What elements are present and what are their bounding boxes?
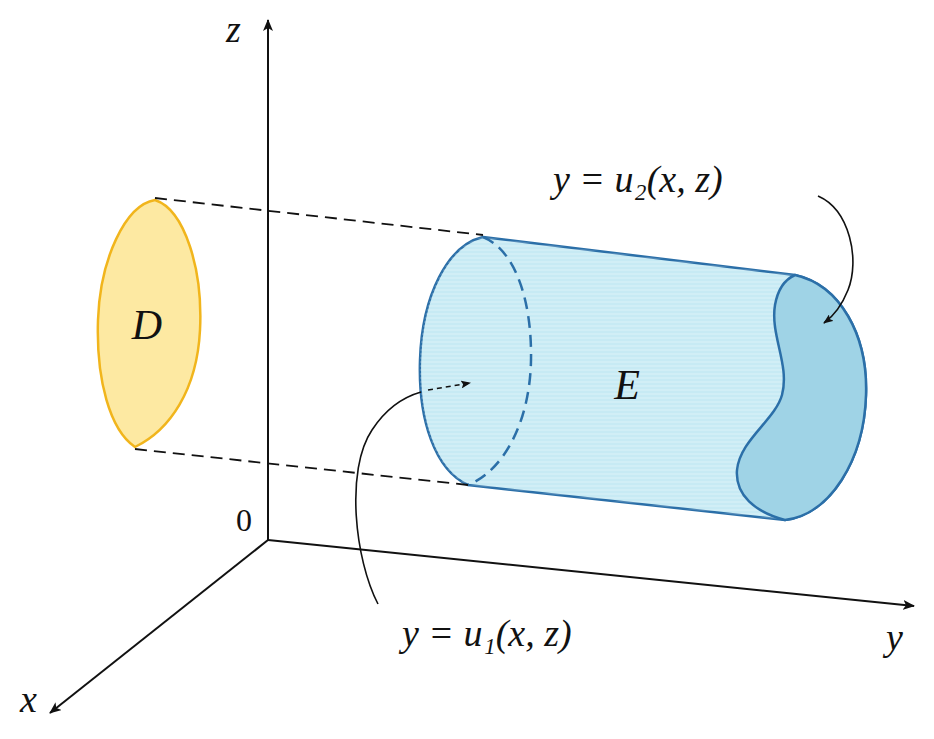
axis-label: y: [886, 618, 903, 656]
leader-line: [818, 196, 853, 323]
y-axis: [268, 540, 914, 606]
solid-e: [420, 237, 866, 520]
axis-label: x: [20, 680, 37, 718]
hidden-edge: [468, 237, 531, 485]
projection-line: [135, 449, 468, 485]
region-d: [98, 200, 201, 447]
surface-equation: y = u₁(x, z): [402, 614, 572, 652]
surface-equation: y = u₂(x, z): [553, 160, 723, 198]
leader-line: [428, 383, 470, 390]
x-axis: [50, 540, 268, 713]
solid-e-texture: [420, 237, 866, 520]
leader-line: [356, 392, 421, 604]
solid-region: E: [418, 235, 870, 525]
region: D: [96, 198, 202, 449]
region-name: E: [614, 361, 640, 409]
origin-label: 0: [236, 504, 252, 536]
end-face-u2: [737, 275, 866, 520]
z-axis: [267, 20, 269, 540]
axis-label: z: [226, 10, 241, 48]
projection-line: [155, 198, 483, 235]
region-name: D: [132, 301, 162, 349]
